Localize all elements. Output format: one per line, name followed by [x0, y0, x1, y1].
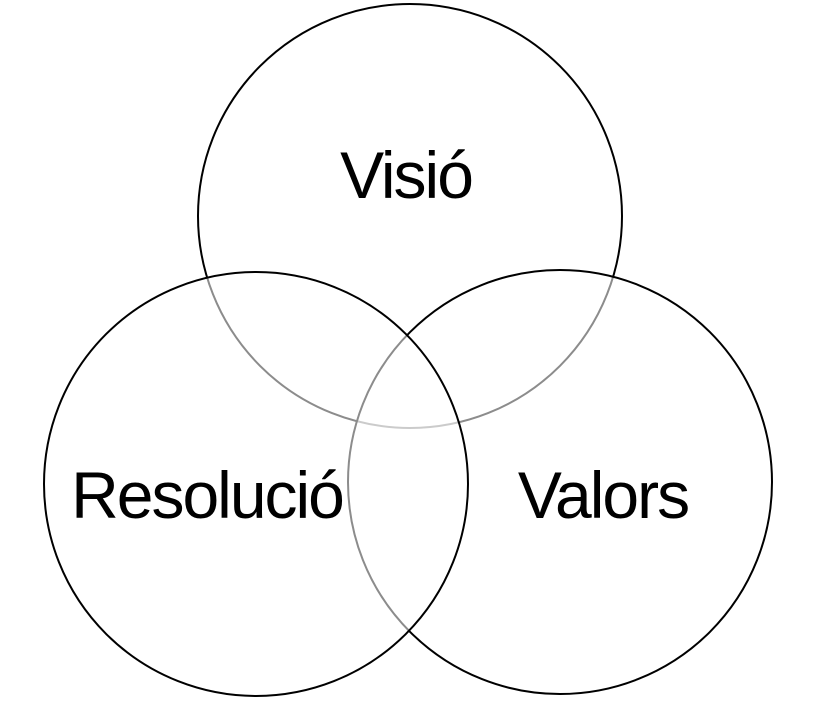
venn-circle-resolucio	[43, 271, 469, 697]
venn-label-resolucio: Resolució	[71, 458, 343, 532]
venn-label-valors: Valors	[518, 458, 688, 532]
venn-label-visio: Visió	[340, 138, 472, 212]
